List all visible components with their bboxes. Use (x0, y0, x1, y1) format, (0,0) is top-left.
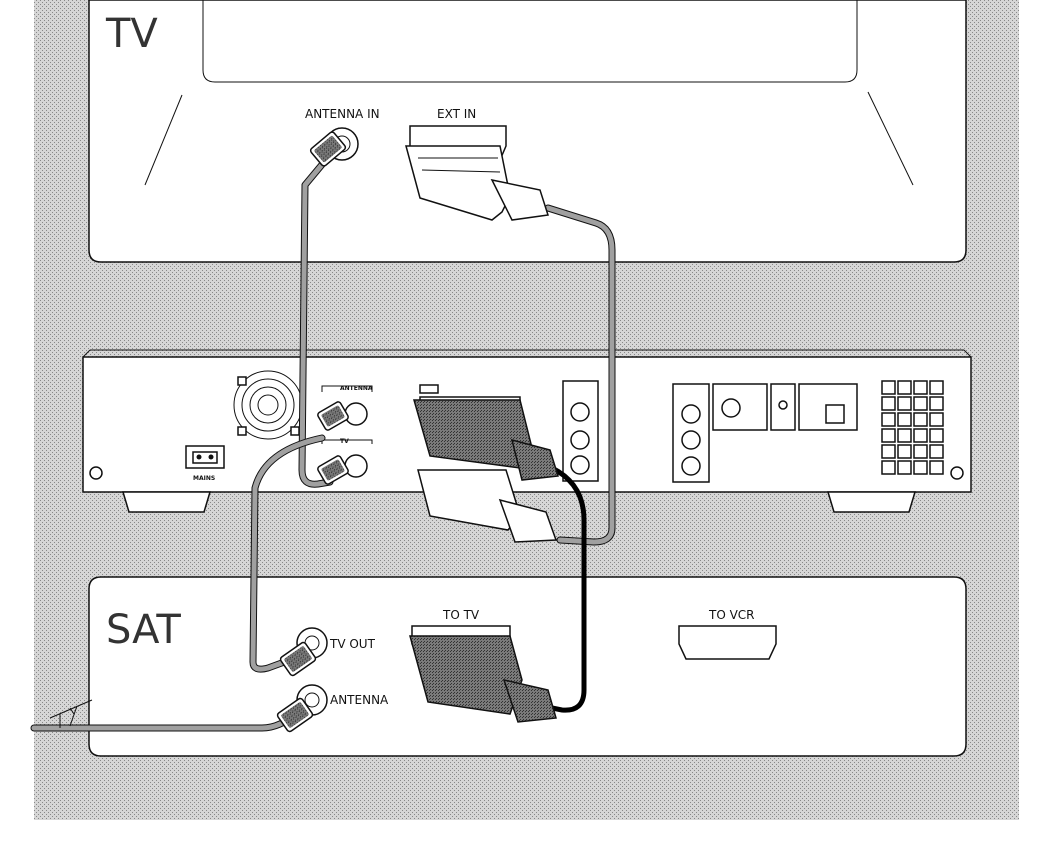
sat-to-tv-label: TO TV (442, 608, 480, 622)
sat-tv-out-label: TV OUT (329, 637, 376, 651)
sat-to-vcr-label: TO VCR (708, 608, 755, 622)
tv-scart-plug (405, 145, 549, 221)
recorder-antenna-plug (317, 401, 349, 431)
sat-antenna-label: ANTENNA (330, 693, 389, 707)
mains-label: MAINS (193, 475, 215, 482)
tv-antenna-plug (309, 131, 347, 167)
vent-grid (881, 380, 944, 475)
antenna-in-label: ANTENNA IN (305, 107, 380, 121)
recorder-tv-label: TV (340, 438, 349, 445)
sat-to-vcr-socket (678, 625, 777, 660)
recorder-tv-plug (317, 455, 349, 485)
sat-scart-plug (409, 635, 557, 723)
ext-in-label: EXT IN (437, 107, 476, 121)
recorder-antenna-label: ANTENNA (340, 385, 373, 392)
sat-tv-out-plug (279, 641, 317, 677)
sat-antenna-plug (276, 697, 314, 733)
sat-title: SAT (106, 607, 181, 653)
fan-grille (233, 370, 303, 440)
tv-title: TV (105, 11, 158, 57)
recorder-scart-plug-white (417, 469, 558, 543)
tv-panel: TV ANTENNA IN EXT IN (88, 0, 967, 263)
recorder-scart-plug-dark (413, 399, 559, 481)
mains-socket: MAINS (185, 445, 225, 482)
antenna-icon (49, 699, 93, 728)
scart-black-cable (549, 465, 587, 713)
